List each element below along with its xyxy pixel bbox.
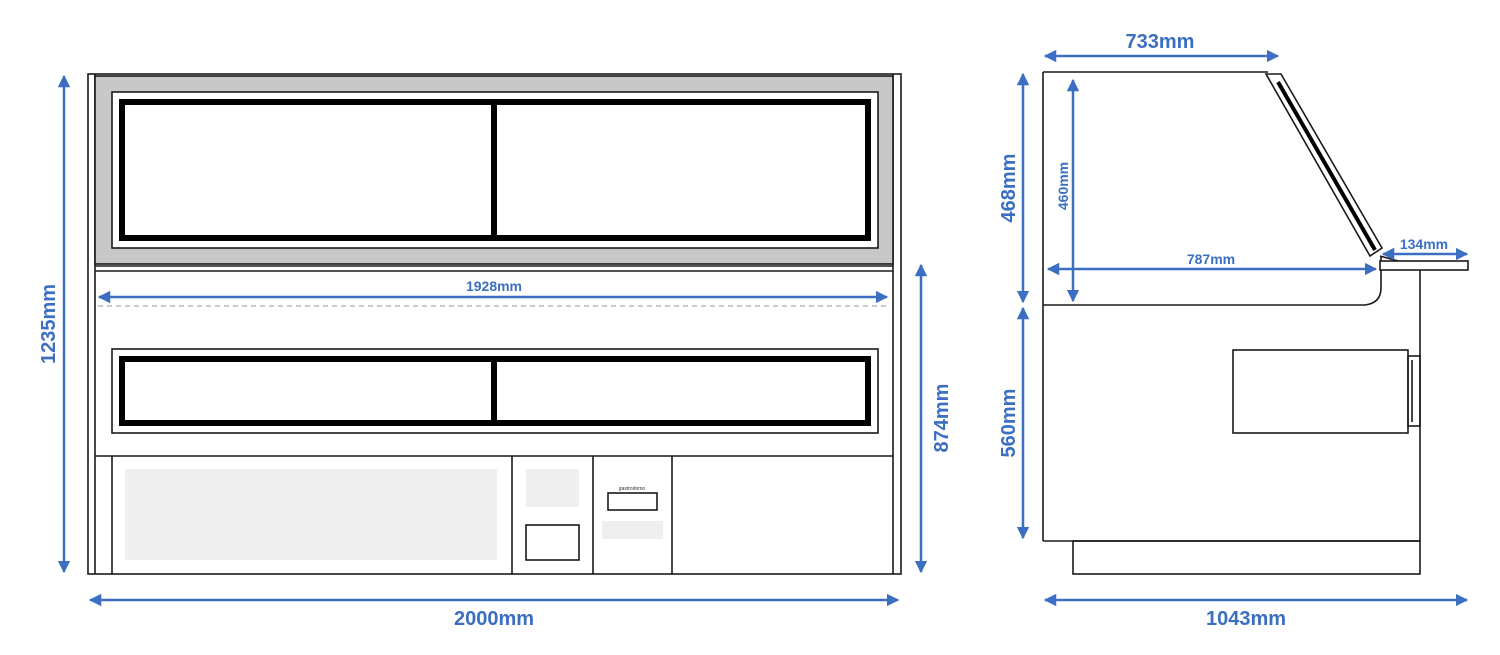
dim-side-shelf-depth: 134mm: [1400, 236, 1448, 252]
dim-side-upper-height: 468mm: [998, 154, 1020, 223]
dim-front-base-height: 874mm: [931, 384, 953, 453]
front-control-display: [607, 492, 658, 511]
dim-side-display-depth: 787mm: [1187, 251, 1235, 267]
front-vent-panel: [526, 469, 579, 507]
front-view: gastrodomo 1235mm 2000mm 1928mm 874mm: [38, 73, 953, 630]
side-view: 733mm 468mm 460mm 787mm 134mm 560mm 1043…: [998, 31, 1469, 630]
dim-side-inner-height: 460mm: [1055, 162, 1071, 210]
dim-side-base-height: 560mm: [998, 389, 1020, 458]
side-plinth: [1072, 540, 1421, 575]
front-control-plate: [602, 521, 663, 539]
front-small-door: [525, 524, 580, 561]
dim-side-top-depth: 733mm: [1126, 31, 1195, 53]
front-lower-window-frame: [111, 348, 879, 434]
side-drawer-handle: [1407, 355, 1421, 427]
front-base-panel: [125, 469, 497, 560]
dim-front-height: 1235mm: [38, 284, 60, 364]
dim-inner-width: 1928mm: [466, 278, 522, 294]
dim-side-depth: 1043mm: [1206, 608, 1286, 630]
front-control-brand: gastrodomo: [619, 486, 646, 492]
side-serving-shelf: [1379, 260, 1469, 271]
side-drawer: [1232, 349, 1409, 434]
dim-front-width: 2000mm: [454, 608, 534, 630]
side-front-glass-edge: [1276, 80, 1377, 252]
side-display-well: [1043, 256, 1382, 306]
front-outer-body: [87, 73, 902, 575]
